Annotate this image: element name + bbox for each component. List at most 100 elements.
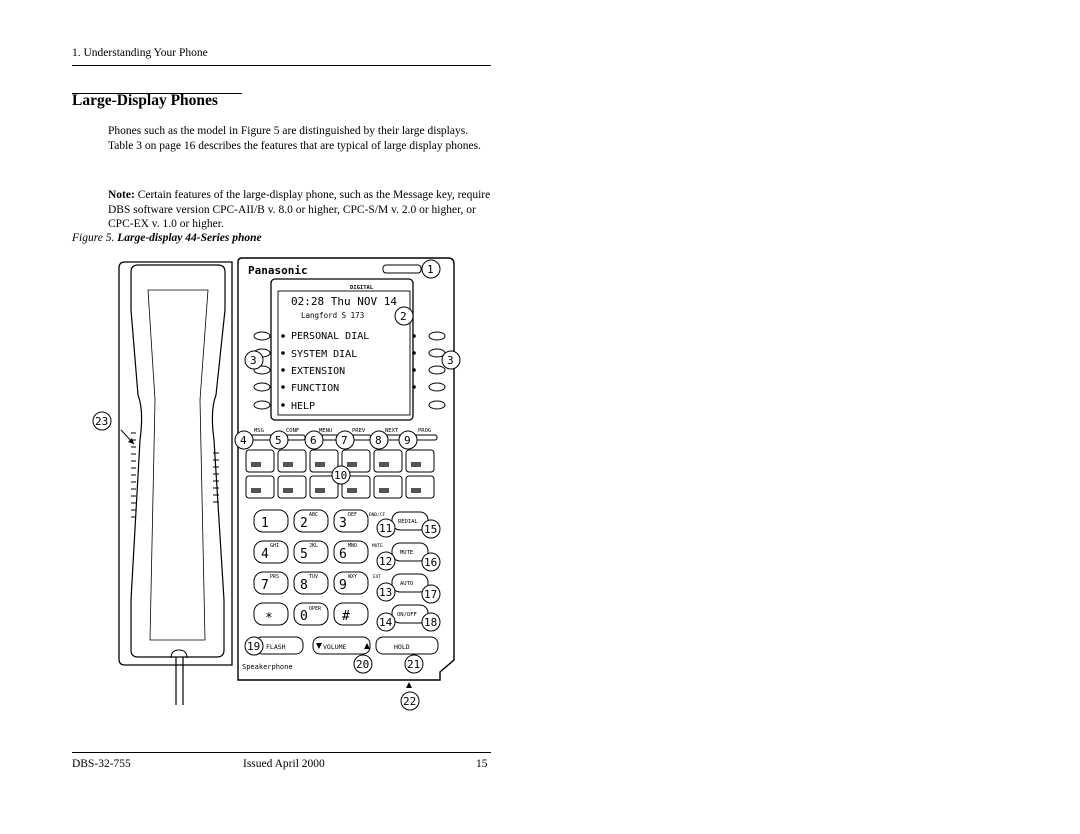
svg-text:ON/OFF: ON/OFF (397, 612, 417, 618)
svg-text:VOLUME: VOLUME (323, 643, 347, 651)
display-bezel (270, 278, 414, 421)
svg-text:MNO: MNO (348, 543, 357, 549)
note-label: Note: (108, 189, 135, 201)
svg-text:11: 11 (379, 522, 392, 535)
footer-rule (72, 752, 491, 753)
svg-text:*: * (265, 611, 273, 626)
intro-paragraph: Phones such as the model in Figure 5 are… (108, 125, 481, 152)
svg-text:JKL: JKL (309, 543, 318, 549)
page-number: 15 (476, 758, 488, 770)
svg-text:7: 7 (341, 434, 348, 447)
svg-text:OPER: OPER (309, 606, 322, 612)
svg-text:17: 17 (424, 588, 437, 601)
svg-text:FLASH: FLASH (266, 643, 286, 651)
svg-text:15: 15 (424, 523, 437, 536)
programmable-keys (245, 449, 435, 499)
bottom-key-labels: FLASH VOLUME HOLD (266, 643, 410, 651)
phone-body (237, 257, 455, 681)
svg-text:5: 5 (275, 434, 282, 447)
svg-text:8: 8 (300, 578, 308, 593)
speakerphone-label: Speakerphone (242, 663, 293, 671)
message-lamp (382, 264, 422, 274)
display-screen (277, 290, 411, 416)
svg-text:19: 19 (247, 640, 260, 653)
soft-keys (253, 331, 446, 410)
svg-text:1: 1 (261, 516, 269, 531)
footer-issued: Issued April 2000 (243, 758, 325, 770)
handset-cord (175, 657, 184, 705)
brand-logo: Panasonic (248, 264, 308, 277)
svg-text:DND/CF: DND/CF (369, 512, 386, 518)
svg-text:1: 1 (427, 263, 434, 276)
figure-caption-text: Large-display 44-Series phone (114, 232, 262, 244)
callouts: 1 2 3 3 4 5 6 7 8 9 10 11 12 13 14 15 16… (92, 259, 461, 711)
svg-text:10: 10 (334, 469, 347, 482)
svg-text:12: 12 (379, 555, 392, 568)
svg-text:3: 3 (447, 354, 454, 367)
menu-item: HELP (291, 401, 315, 412)
side-small-labels: DND/CF MUTE EXT (369, 512, 386, 580)
svg-text:7: 7 (261, 578, 269, 593)
svg-text:21: 21 (407, 658, 420, 671)
svg-text:REDIAL: REDIAL (398, 519, 419, 525)
svg-text:4: 4 (240, 434, 247, 447)
svg-text:PREV: PREV (352, 428, 366, 434)
svg-text:5: 5 (300, 547, 308, 562)
footer-doc-id: DBS-32-755 (72, 758, 131, 770)
running-header: 1. Understanding Your Phone (72, 47, 208, 59)
function-key-labels: MSG CONF MENU PREV NEXT PROG (254, 428, 431, 434)
title-rule (72, 93, 242, 94)
menu-item: FUNCTION (291, 383, 339, 394)
earpiece-grille (131, 432, 219, 518)
header-rule (72, 65, 491, 66)
svg-text:9: 9 (404, 434, 411, 447)
svg-text:3: 3 (250, 354, 257, 367)
figure-caption: Figure 5. Large-display 44-Series phone (72, 232, 262, 244)
svg-text:9: 9 (339, 578, 347, 593)
svg-text:MUTE: MUTE (400, 550, 413, 556)
svg-text:CONF: CONF (286, 428, 299, 434)
svg-text:18: 18 (424, 616, 437, 629)
svg-text:PROG: PROG (418, 428, 431, 434)
svg-text:20: 20 (356, 658, 369, 671)
svg-text:13: 13 (379, 586, 392, 599)
svg-text:AUTO: AUTO (400, 581, 413, 587)
svg-text:6: 6 (339, 547, 347, 562)
svg-text:MUTE: MUTE (372, 543, 383, 549)
handset-cradle (118, 261, 233, 666)
svg-text:8: 8 (375, 434, 382, 447)
svg-text:3: 3 (339, 516, 347, 531)
svg-text:PRS: PRS (270, 574, 279, 580)
figure-number: Figure 5. (72, 232, 115, 244)
svg-text:TUV: TUV (309, 574, 318, 580)
note-paragraph: Note: Certain features of the large-disp… (108, 188, 491, 232)
svg-text:22: 22 (403, 695, 416, 708)
menu-item: EXTENSION (291, 366, 345, 377)
display-menu: PERSONAL DIAL SYSTEM DIAL EXTENSION FUNC… (291, 331, 369, 412)
svg-text:GHI: GHI (270, 543, 279, 549)
digital-label: DIGITAL (350, 285, 374, 291)
svg-text:23: 23 (95, 415, 108, 428)
svg-text:2: 2 (400, 310, 407, 323)
display-user: Langford S 173 (301, 311, 364, 320)
svg-text:16: 16 (424, 556, 437, 569)
svg-text:EXT: EXT (373, 574, 381, 580)
side-key-labels: REDIAL MUTE AUTO ON/OFF (397, 519, 419, 618)
menu-item: SYSTEM DIAL (291, 349, 357, 360)
svg-text:#: # (342, 609, 350, 624)
menu-item: PERSONAL DIAL (291, 331, 369, 342)
svg-text:14: 14 (379, 616, 393, 629)
handset (130, 264, 226, 658)
display-time: 02:28 Thu NOV 14 (291, 295, 397, 308)
svg-text:0: 0 (300, 609, 308, 624)
dial-letters: ABC DEF GHI JKL MNO PRS TUV WXY OPER (270, 512, 357, 612)
section-title: Large-Display Phones (72, 92, 218, 109)
svg-text:2: 2 (300, 516, 308, 531)
dial-digits: 1 2 3 4 5 6 7 8 9 * 0 # (261, 516, 350, 626)
phone-illustration: Panasonic DIGITAL 02:28 Thu NOV 14 Langf… (92, 257, 461, 711)
svg-text:NEXT: NEXT (385, 428, 399, 434)
svg-text:MSG: MSG (254, 428, 264, 434)
svg-text:MENU: MENU (319, 428, 332, 434)
note-text: Certain features of the large-display ph… (108, 189, 491, 230)
dial-pad (253, 509, 369, 626)
